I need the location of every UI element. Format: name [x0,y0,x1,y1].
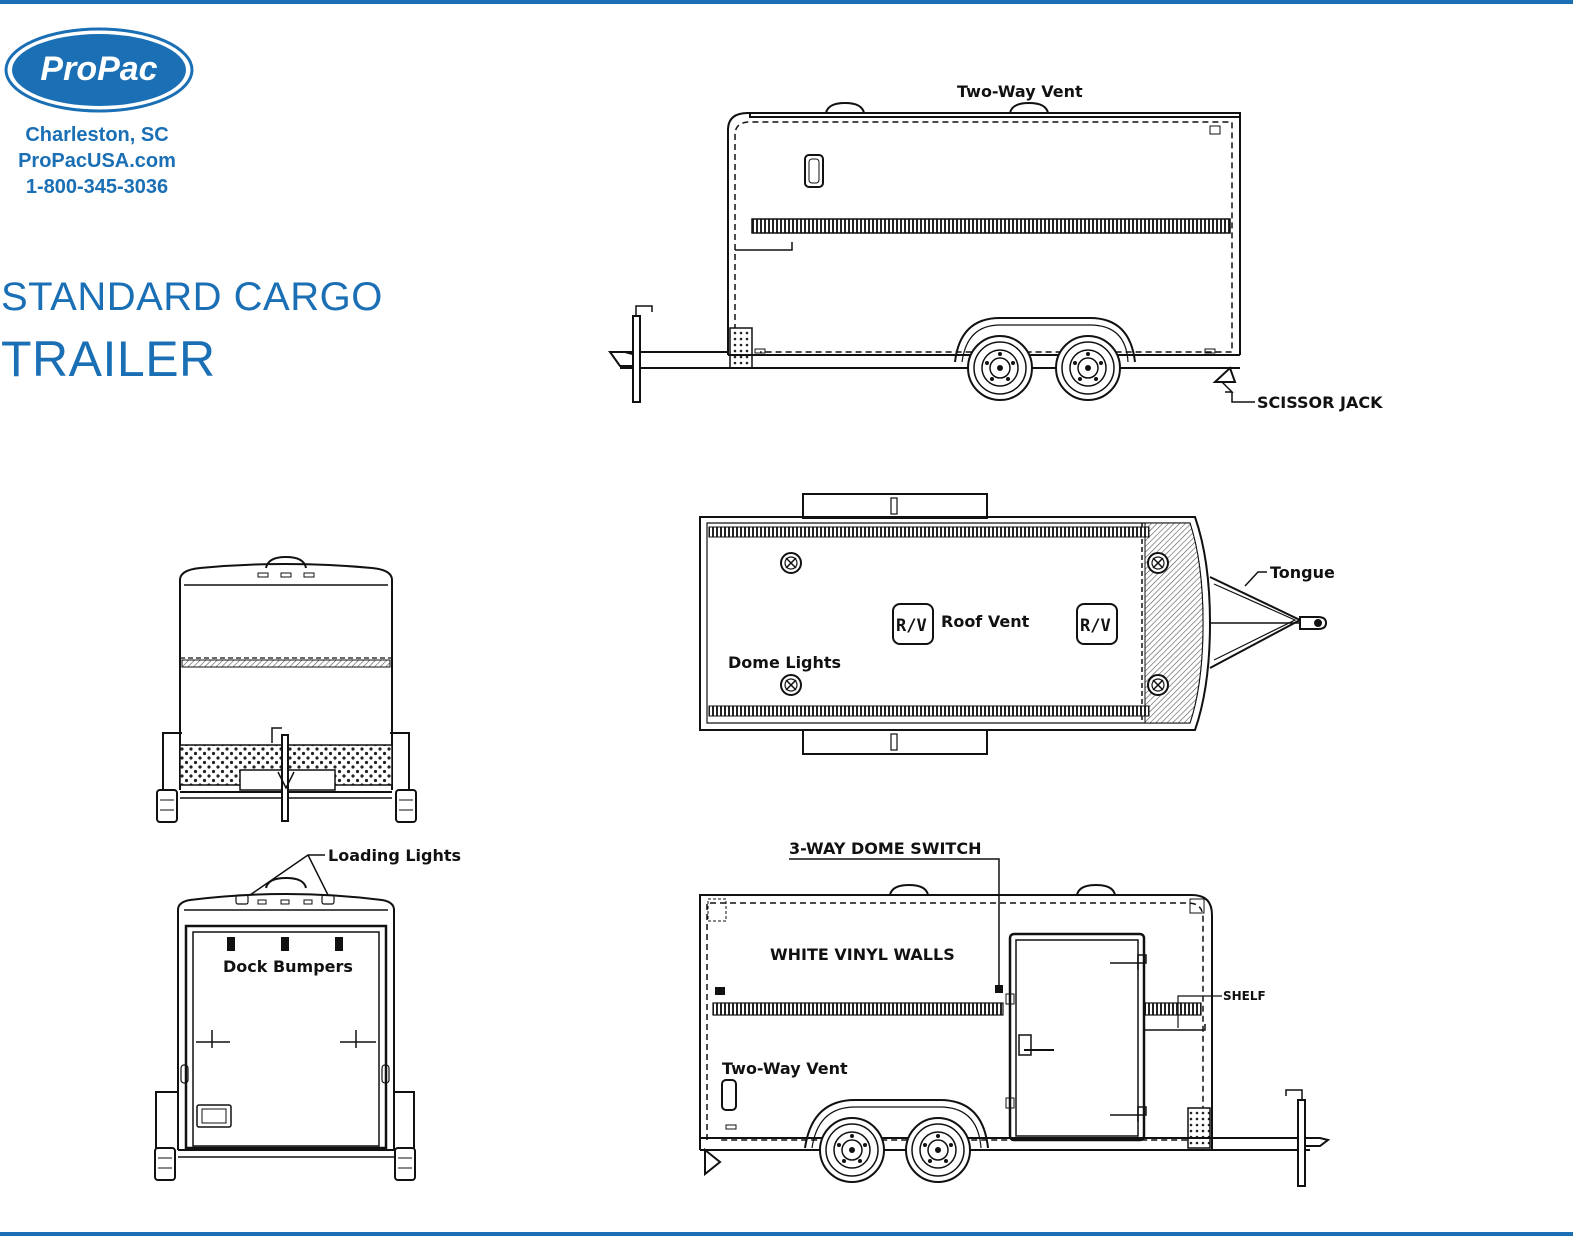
phone-text: 1-800-345-3036 [25,176,169,198]
dome-light-1 [780,552,802,574]
vinyl-walls-label: WHITE VINYL WALLS [770,945,955,964]
dome-light-4 [1147,674,1169,696]
dome-switch-label: 3-WAY DOME SWITCH [789,839,981,858]
tongue-label: Tongue [1270,563,1335,582]
rear-view [154,876,416,1181]
dome-lights-label: Dome Lights [728,653,841,672]
side-view-bottom [699,883,1331,1187]
wheel-top-view-1 [967,335,1033,401]
title-line-1: STANDARD CARGO [1,275,383,319]
bottom-rule [0,1232,1573,1236]
wheel-top-view-2 [1055,335,1121,401]
dome-light-3 [1147,552,1169,574]
roof-vent-label: Roof Vent [941,612,1030,631]
rv-badge-2: R/V [1080,616,1111,636]
bottom-vent-label: Two-Way Vent [722,1059,848,1078]
loading-lights-label: Loading Lights [328,846,461,865]
wheel-bottom-view-2 [905,1117,971,1183]
top-rule [0,0,1573,4]
shelf-label: SHELF [1223,989,1266,1003]
shelf-leader [1177,995,1222,1028]
scissor-jack-label: SCISSOR JACK [1257,393,1383,412]
logo-text: ProPac [40,50,157,88]
website-link[interactable]: ProPacUSA.com [18,150,176,172]
rv-badge-1: R/V [896,616,927,636]
wheel-bottom-view-1 [819,1117,885,1183]
dome-light-2 [780,674,802,696]
tongue-leader-line [1244,571,1267,587]
contact-block: Charleston, SC ProPacUSA.com 1-800-345-3… [0,122,194,200]
side-view-top [608,101,1241,403]
title-line-2: TRAILER [1,331,216,387]
top-vent-label: Two-Way Vent [957,82,1083,101]
loading-lights-leader [249,854,329,896]
dome-switch-leader [789,858,1000,988]
front-view [156,555,417,823]
jack-leader-line [1231,392,1255,403]
city-text: Charleston, SC [25,124,169,146]
propac-logo: ProPac [4,27,194,113]
dock-bumpers-label: Dock Bumpers [223,957,353,976]
